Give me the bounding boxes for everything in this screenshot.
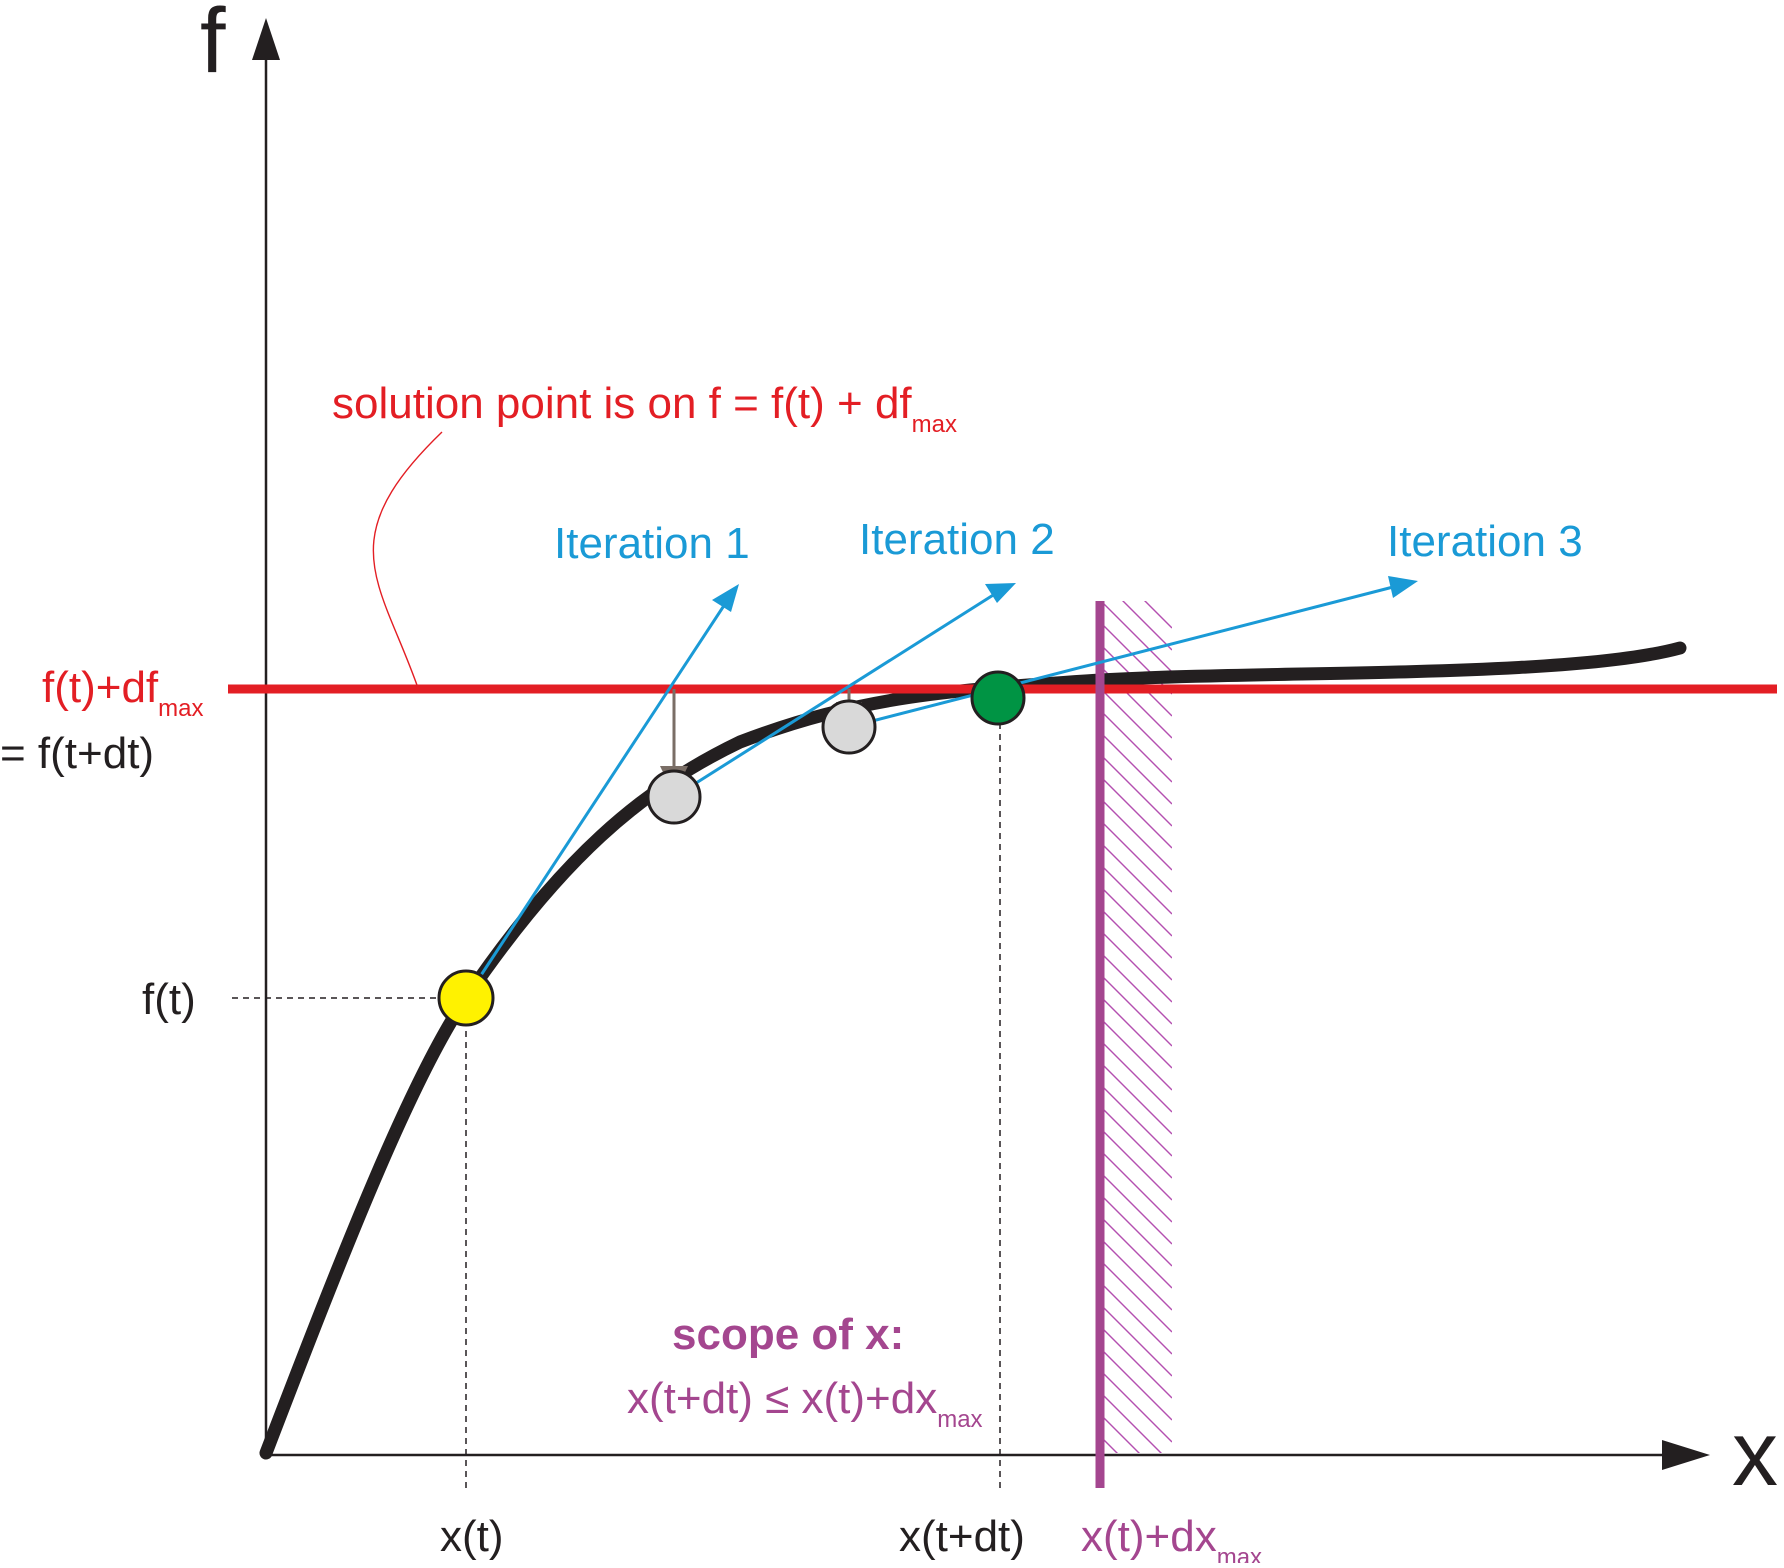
x-axis-arrowhead: [1662, 1440, 1710, 1470]
hatch-line: [1104, 999, 1172, 1069]
hatch-line: [1104, 1373, 1172, 1443]
iteration-point-1: [646, 769, 702, 825]
hatch-line: [1104, 889, 1172, 959]
out-of-scope-hatch: [1104, 601, 1172, 1453]
hatch-line: [1104, 1109, 1172, 1179]
hatch-line: [1104, 1329, 1172, 1399]
hatch-line: [1104, 1131, 1172, 1201]
f-t-label: f(t): [142, 975, 196, 1024]
df-max-line-label: f(t)+dfmax: [42, 663, 204, 722]
hatch-line: [1104, 801, 1172, 871]
hatch-line: [1104, 1439, 1118, 1453]
hatch-line: [1104, 1153, 1172, 1223]
df-max-label-main: f(t)+df: [42, 663, 159, 712]
hatch-line: [1104, 1285, 1172, 1355]
hatch-line: [1104, 1043, 1172, 1113]
iteration-1-label: Iteration 1: [554, 519, 750, 568]
solution-point: [970, 670, 1026, 726]
solution-leader-line: [372, 431, 443, 689]
dx-max-label-main: x(t)+dx: [1081, 1512, 1217, 1561]
iteration-2-arrowhead: [985, 583, 1016, 603]
scope-expression-subscript: max: [937, 1406, 982, 1433]
hatch-line: [1104, 1197, 1172, 1267]
scope-expression: x(t+dt) ≤ x(t)+dxmax: [627, 1374, 983, 1433]
hatch-line: [1104, 955, 1172, 1025]
hatch-line: [1104, 713, 1172, 783]
function-curve: [259, 641, 1687, 1460]
iteration-3-arrowhead: [1388, 576, 1418, 598]
iteration-1-tangent: [464, 600, 729, 999]
iteration-3-label: Iteration 3: [1387, 517, 1583, 566]
hatch-line: [1104, 911, 1172, 981]
hatch-line: [1104, 1175, 1172, 1245]
hatch-line: [1122, 601, 1172, 651]
solution-note-subscript: max: [912, 411, 957, 438]
hatch-line: [1104, 867, 1172, 937]
hatch-line: [1104, 823, 1172, 893]
hatch-line: [1104, 977, 1172, 1047]
hatch-line: [1104, 1087, 1172, 1157]
df-max-label-subscript: max: [158, 695, 203, 722]
solution-point-note: solution point is on f = f(t) + dfmax: [332, 379, 957, 438]
f-t-dt-label: = f(t+dt): [0, 729, 154, 778]
hatch-line: [1104, 757, 1172, 827]
hatch-line: [1104, 1263, 1172, 1333]
hatch-line: [1104, 1417, 1140, 1453]
iteration-3-tangent: [848, 584, 1398, 729]
dx-max-line-label: x(t)+dxmax: [1081, 1512, 1262, 1563]
hatch-line: [1104, 1395, 1162, 1453]
hatch-line: [1144, 601, 1172, 629]
hatch-line: [1104, 1241, 1172, 1311]
hatch-line: [1104, 1065, 1172, 1135]
hatch-line: [1104, 691, 1172, 761]
scope-title: scope of x:: [672, 1310, 904, 1359]
f-axis-label: f: [200, 0, 226, 92]
hatch-line: [1104, 1219, 1172, 1289]
dx-max-label-subscript: max: [1217, 1544, 1262, 1563]
hatch-line: [1104, 603, 1172, 673]
hatch-line: [1104, 1021, 1172, 1091]
x-t-label: x(t): [440, 1512, 504, 1561]
solution-note-main: solution point is on f = f(t) + df: [332, 379, 912, 428]
hatch-line: [1104, 735, 1172, 805]
iteration-1-arrowhead: [712, 584, 739, 612]
iteration-point-2: [821, 699, 877, 755]
iteration-2-tangent: [673, 590, 999, 799]
x-axis-label: x: [1732, 1403, 1778, 1505]
f-axis-arrowhead: [252, 18, 280, 60]
hatch-line: [1104, 779, 1172, 849]
hatch-line: [1104, 1351, 1172, 1421]
x-t-dt-label: x(t+dt): [899, 1512, 1025, 1561]
iteration-2-label: Iteration 2: [859, 515, 1055, 564]
hatch-line: [1104, 845, 1172, 915]
hatch-line: [1104, 933, 1172, 1003]
scope-expression-main: x(t+dt) ≤ x(t)+dx: [627, 1374, 937, 1423]
hatch-line: [1104, 1307, 1172, 1377]
start-point: [437, 969, 495, 1027]
